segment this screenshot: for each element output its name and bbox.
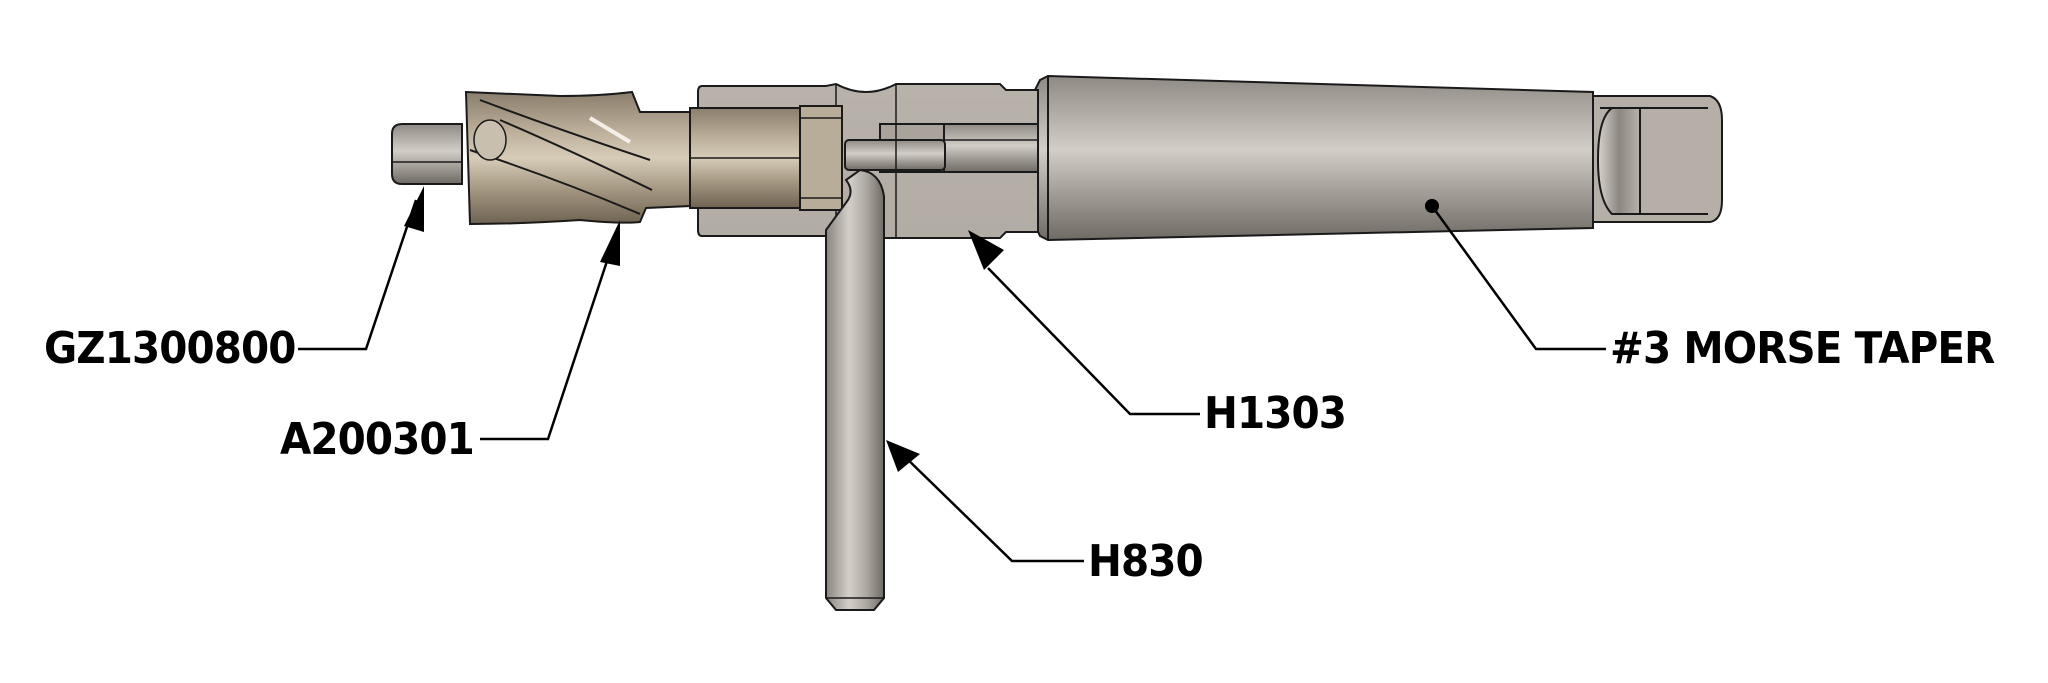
tommy-bar <box>825 168 885 611</box>
leader-a200301 <box>480 239 616 441</box>
callout-label-h1303: H1303 <box>1204 388 1347 439</box>
cutter-shank-collar <box>689 105 843 211</box>
annular-cutter <box>464 90 691 226</box>
callout-label-gz1300800: GZ1300800 <box>44 323 296 374</box>
callout-label-morse-taper: #3 MORSE TAPER <box>1610 323 1995 374</box>
leader-arrowheads <box>404 186 1004 472</box>
leader-lines <box>298 199 1606 563</box>
leader-h1303 <box>987 267 1200 416</box>
callout-label-a200301: A200301 <box>280 414 475 465</box>
arrow-gz1300800-icon <box>404 186 424 232</box>
arrow-h830-icon <box>886 440 920 472</box>
leader-gz1300800 <box>298 199 418 351</box>
arrow-a200301-icon <box>600 220 620 266</box>
morse-taper-shank <box>1029 74 1723 242</box>
arrow-h1303-icon <box>968 230 1004 270</box>
leader-h830 <box>899 451 1084 563</box>
leader-morse-taper <box>1430 205 1606 351</box>
callout-label-h830: H830 <box>1088 536 1204 587</box>
pilot-pin <box>391 123 463 185</box>
